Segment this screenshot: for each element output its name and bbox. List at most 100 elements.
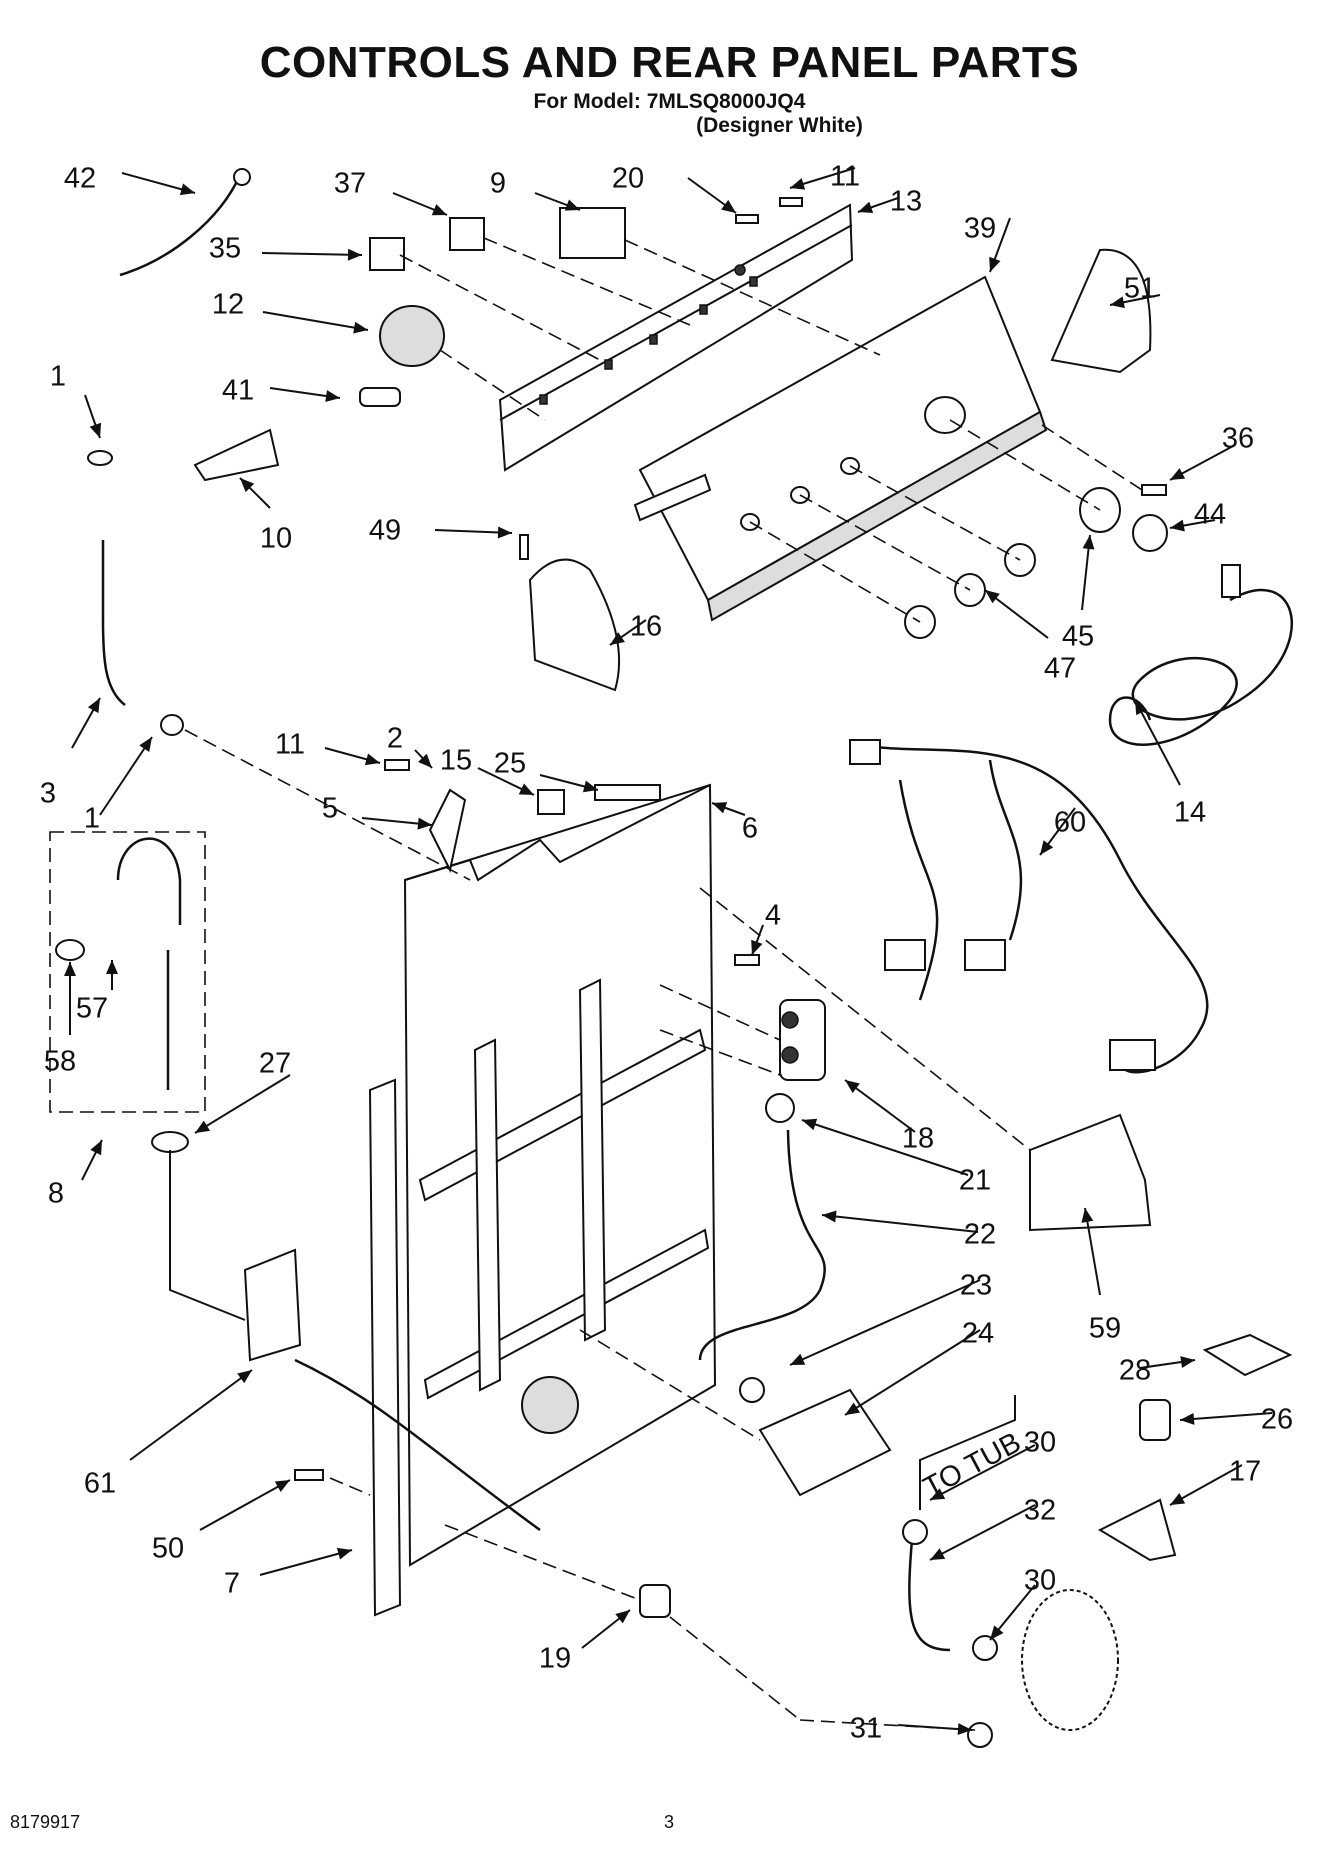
callout-3: 3 [40, 778, 56, 810]
drain-hose-61 [243, 1248, 302, 1362]
drain-bracket-24 [758, 1388, 892, 1497]
callout-22: 22 [964, 1219, 996, 1251]
callout-arrowhead-41 [325, 390, 340, 402]
callout-1: 1 [50, 361, 66, 393]
control-panel-bracket [498, 203, 854, 472]
kit-box-8 [49, 831, 206, 1113]
rear-panel-flange [404, 784, 711, 882]
callout-7: 7 [224, 1568, 240, 1600]
bracket-10 [193, 428, 280, 482]
callout-arrowhead-9 [564, 199, 580, 211]
callout-31: 31 [850, 1713, 882, 1745]
callout-41: 41 [222, 375, 254, 407]
clamp-23 [739, 1377, 765, 1403]
assembly-lines [184, 237, 1143, 1731]
callout-arrowhead-51 [1110, 296, 1125, 309]
clamp-30-bottom [972, 1635, 998, 1661]
end-cap-right [1050, 248, 1152, 374]
wire-harness-branch [898, 759, 1023, 1001]
callout-arrowhead-1 [139, 737, 152, 752]
callout-arrowhead-27 [195, 1120, 211, 1133]
power-cord-14 [1108, 588, 1293, 746]
console-lower-lip [706, 410, 1048, 622]
callout-arrowhead-28 [1180, 1356, 1195, 1368]
callout-arrowhead-7 [336, 1547, 352, 1560]
callout-26: 26 [1261, 1404, 1293, 1436]
pump-hose-32 [908, 1539, 951, 1652]
wire-harness-60 [859, 743, 1209, 1074]
callout-leader-50 [199, 1479, 291, 1531]
callout-2: 2 [387, 723, 403, 755]
rear-panel-drain-port [521, 1376, 579, 1434]
harness-connector-2 [884, 939, 926, 971]
clip-15 [537, 789, 565, 815]
callout-arrowhead-42 [179, 183, 195, 196]
callout-10: 10 [260, 523, 292, 555]
screw-4 [734, 954, 760, 966]
callout-13: 13 [890, 186, 922, 218]
callout-21: 21 [959, 1165, 991, 1197]
callout-28: 28 [1119, 1355, 1151, 1387]
callout-arrowhead-12 [353, 321, 368, 334]
callout-4: 4 [765, 900, 781, 932]
model-line: For Model: 7MLSQ8000JQ4 [533, 90, 806, 113]
callout-arrowhead-36 [1170, 468, 1186, 480]
callout-arrowhead-3 [87, 698, 100, 714]
bracket-17 [1097, 1498, 1177, 1562]
callout-61: 61 [84, 1468, 116, 1500]
callout-leader-61 [129, 1369, 253, 1461]
to-tub-guide [919, 1395, 1016, 1510]
callout-arrowhead-58 [64, 962, 76, 976]
knob-44 [1132, 514, 1168, 552]
callout-arrowhead-37 [431, 204, 447, 216]
callout-arrowhead-2 [418, 753, 432, 768]
callout-30: 30 [1024, 1427, 1056, 1459]
callout-leader-26 [1179, 1412, 1273, 1421]
callout-arrowhead-24 [845, 1402, 861, 1415]
bracket-rib [499, 224, 853, 421]
screw-50 [294, 1469, 324, 1481]
callout-arrowhead-11 [364, 753, 380, 766]
washer-1-top [87, 450, 113, 466]
callout-12: 12 [212, 289, 244, 321]
page-header: CONTROLS AND REAR PANEL PARTS For Model:… [0, 38, 1339, 138]
pump-body [1021, 1589, 1119, 1731]
ground-ring [233, 168, 251, 186]
callout-59: 59 [1089, 1313, 1121, 1345]
washer-1-bottom [160, 714, 184, 736]
callout-arrowhead-21 [802, 1118, 818, 1131]
switch-35 [369, 237, 405, 271]
harness-connector-3 [964, 939, 1006, 971]
callout-arrowhead-5 [417, 817, 432, 830]
callout-arrowhead-15 [518, 783, 534, 795]
callout-leader-14 [1134, 699, 1181, 786]
callout-47: 47 [1044, 653, 1076, 685]
drain-hose-body [294, 1358, 541, 1532]
clamp-58 [55, 939, 85, 961]
wire-connectors-41 [359, 387, 401, 407]
callout-leader-7 [259, 1549, 353, 1576]
callout-15: 15 [440, 745, 472, 777]
callout-arrowhead-60 [1040, 840, 1054, 855]
bracket-holes [539, 264, 758, 405]
callout-arrowhead-20 [721, 199, 736, 213]
label-28 [1202, 1333, 1293, 1377]
clamp-27 [151, 1131, 189, 1153]
hose-3 [101, 540, 126, 706]
callout-leader-12 [262, 311, 369, 331]
callout-9: 9 [490, 168, 506, 200]
callout-arrowhead-57 [106, 960, 118, 974]
callout-1: 1 [84, 803, 100, 835]
callout-57: 57 [76, 993, 108, 1025]
callout-leader-1 [99, 736, 153, 816]
callout-arrowhead-8 [90, 1140, 102, 1156]
callout-leader-21 [801, 1119, 969, 1176]
screw-20 [735, 214, 759, 224]
callout-6: 6 [742, 813, 758, 845]
callout-arrowhead-17 [1170, 1492, 1186, 1505]
callout-27: 27 [259, 1048, 291, 1080]
callout-arrowhead-13 [858, 201, 874, 214]
callout-18: 18 [902, 1123, 934, 1155]
callout-14: 14 [1174, 797, 1206, 829]
